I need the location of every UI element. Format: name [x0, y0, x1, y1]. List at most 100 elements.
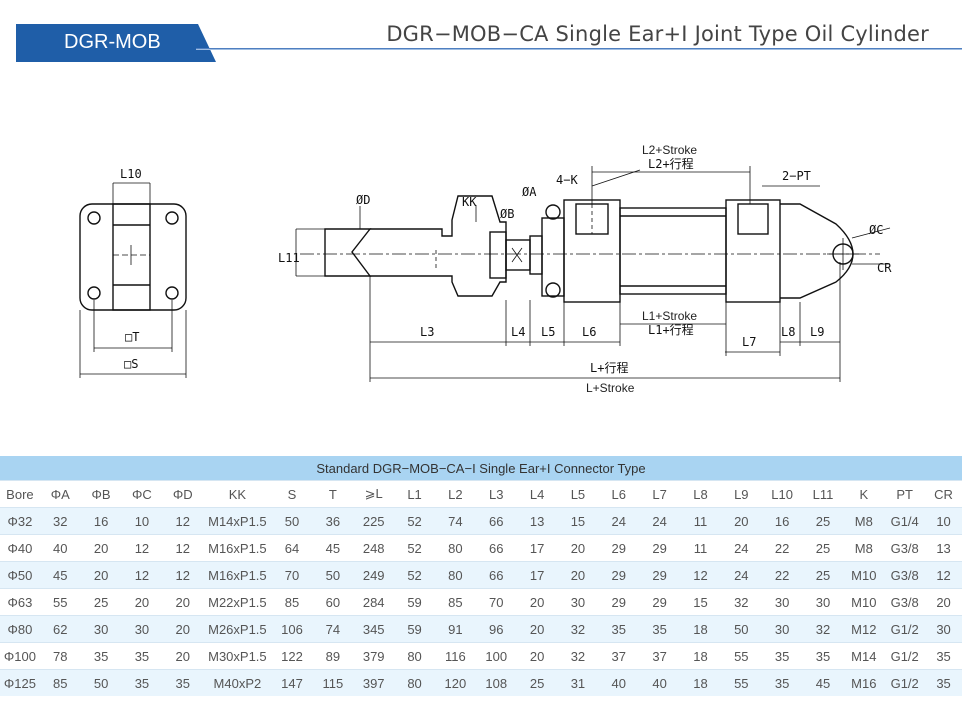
- table-cell: 25: [80, 588, 122, 616]
- table-cell: 30: [557, 588, 599, 616]
- column-header: CR: [925, 480, 962, 508]
- table-cell: M12: [843, 615, 885, 643]
- l1-cn-label: L1+行程: [648, 322, 694, 337]
- table-cell: 37: [639, 642, 681, 670]
- table-cell: 20: [162, 615, 204, 643]
- table-cell: 25: [802, 507, 844, 535]
- table-cell: 30: [761, 588, 803, 616]
- table-cell: G1/4: [884, 507, 926, 535]
- s-label: □S: [124, 357, 138, 371]
- column-header: S: [271, 480, 313, 508]
- table-cell: 35: [598, 615, 640, 643]
- table-cell: 17: [516, 561, 558, 589]
- table-cell: 35: [639, 615, 681, 643]
- table-cell: 24: [720, 561, 762, 589]
- table-cell: 85: [39, 669, 81, 696]
- table-cell: 31: [557, 669, 599, 696]
- series-tag-label: DGR-MOB: [64, 31, 161, 53]
- side-view: [295, 166, 891, 382]
- title-underline: [196, 48, 962, 49]
- table-cell: 13: [516, 507, 558, 535]
- table-cell: 22: [761, 534, 803, 562]
- table-cell: 74: [312, 615, 354, 643]
- table-cell: M40xP2: [203, 669, 272, 696]
- table-cell: G3/8: [884, 561, 926, 589]
- table-cell: 15: [557, 507, 599, 535]
- d-label: ØD: [356, 193, 370, 207]
- table-cell: 35: [121, 642, 163, 670]
- table-cell: 11: [680, 534, 721, 562]
- table-cell: 29: [598, 588, 640, 616]
- table-cell: 24: [598, 507, 640, 535]
- table-cell: 20: [162, 642, 204, 670]
- a-label: ØA: [522, 185, 537, 199]
- table-cell: 15: [680, 588, 721, 616]
- table-cell: 78: [39, 642, 81, 670]
- table-cell: 30: [761, 615, 803, 643]
- technical-drawing: L10 □T □S ØD KK ØB ØA 4−K 2−PT ØC CR L11…: [79, 143, 892, 395]
- table-cell: 70: [475, 588, 517, 616]
- table-cell: 25: [802, 534, 844, 562]
- column-header: L6: [598, 480, 640, 508]
- table-cell: 20: [80, 534, 122, 562]
- table-cell: Φ125: [0, 669, 40, 696]
- table-cell: 50: [271, 507, 313, 535]
- spec-table: Standard DGR−MOB−CA−I Single Ear+I Conne…: [0, 456, 962, 696]
- l-stroke-label: L+Stroke: [586, 381, 635, 395]
- table-cell: 12: [162, 534, 204, 562]
- table-cell: Φ100: [0, 642, 40, 670]
- table-cell: 35: [802, 642, 844, 670]
- table-cell: 50: [80, 669, 122, 696]
- table-cell: 80: [394, 642, 435, 670]
- table-cell: 345: [353, 615, 395, 643]
- column-header: L9: [720, 480, 762, 508]
- table-cell: 12: [925, 561, 962, 589]
- table-cell: 45: [312, 534, 354, 562]
- table-cell: 62: [39, 615, 81, 643]
- table-cell: 248: [353, 534, 395, 562]
- table-cell: 16: [761, 507, 803, 535]
- table-cell: 32: [557, 642, 599, 670]
- table-cell: 24: [720, 534, 762, 562]
- table-cell: 225: [353, 507, 395, 535]
- table-cell: 55: [720, 669, 762, 696]
- l9-label: L9: [810, 325, 824, 339]
- column-header: K: [843, 480, 885, 508]
- l4-label: L4: [511, 325, 525, 339]
- table-cell: 30: [802, 588, 844, 616]
- table-cell: Φ50: [0, 561, 40, 589]
- table-cell: 20: [557, 561, 599, 589]
- column-header: T: [312, 480, 354, 508]
- table-cell: M16xP1.5: [203, 534, 272, 562]
- table-cell: M10: [843, 588, 885, 616]
- table-cell: 59: [394, 588, 435, 616]
- table-cell: 45: [802, 669, 844, 696]
- kk-label: KK: [462, 195, 477, 209]
- table-cell: 66: [475, 561, 517, 589]
- table-cell: 30: [121, 615, 163, 643]
- table-cell: 20: [516, 615, 558, 643]
- table-cell: 29: [598, 534, 640, 562]
- b-label: ØB: [500, 207, 514, 221]
- table-cell: 80: [434, 534, 476, 562]
- table-cell: 85: [434, 588, 476, 616]
- table-cell: Φ32: [0, 507, 40, 535]
- table-cell: 284: [353, 588, 395, 616]
- table-cell: 106: [271, 615, 313, 643]
- table-cell: 91: [434, 615, 476, 643]
- table-cell: 120: [434, 669, 476, 696]
- table-cell: 37: [598, 642, 640, 670]
- column-header: L3: [475, 480, 517, 508]
- table-cell: 32: [802, 615, 844, 643]
- table-cell: 18: [680, 615, 721, 643]
- column-header: ΦD: [162, 480, 204, 508]
- table-cell: 24: [639, 507, 681, 535]
- l7-label: L7: [742, 335, 756, 349]
- table-cell: 29: [639, 534, 681, 562]
- table-cell: 249: [353, 561, 395, 589]
- table-cell: 85: [271, 588, 313, 616]
